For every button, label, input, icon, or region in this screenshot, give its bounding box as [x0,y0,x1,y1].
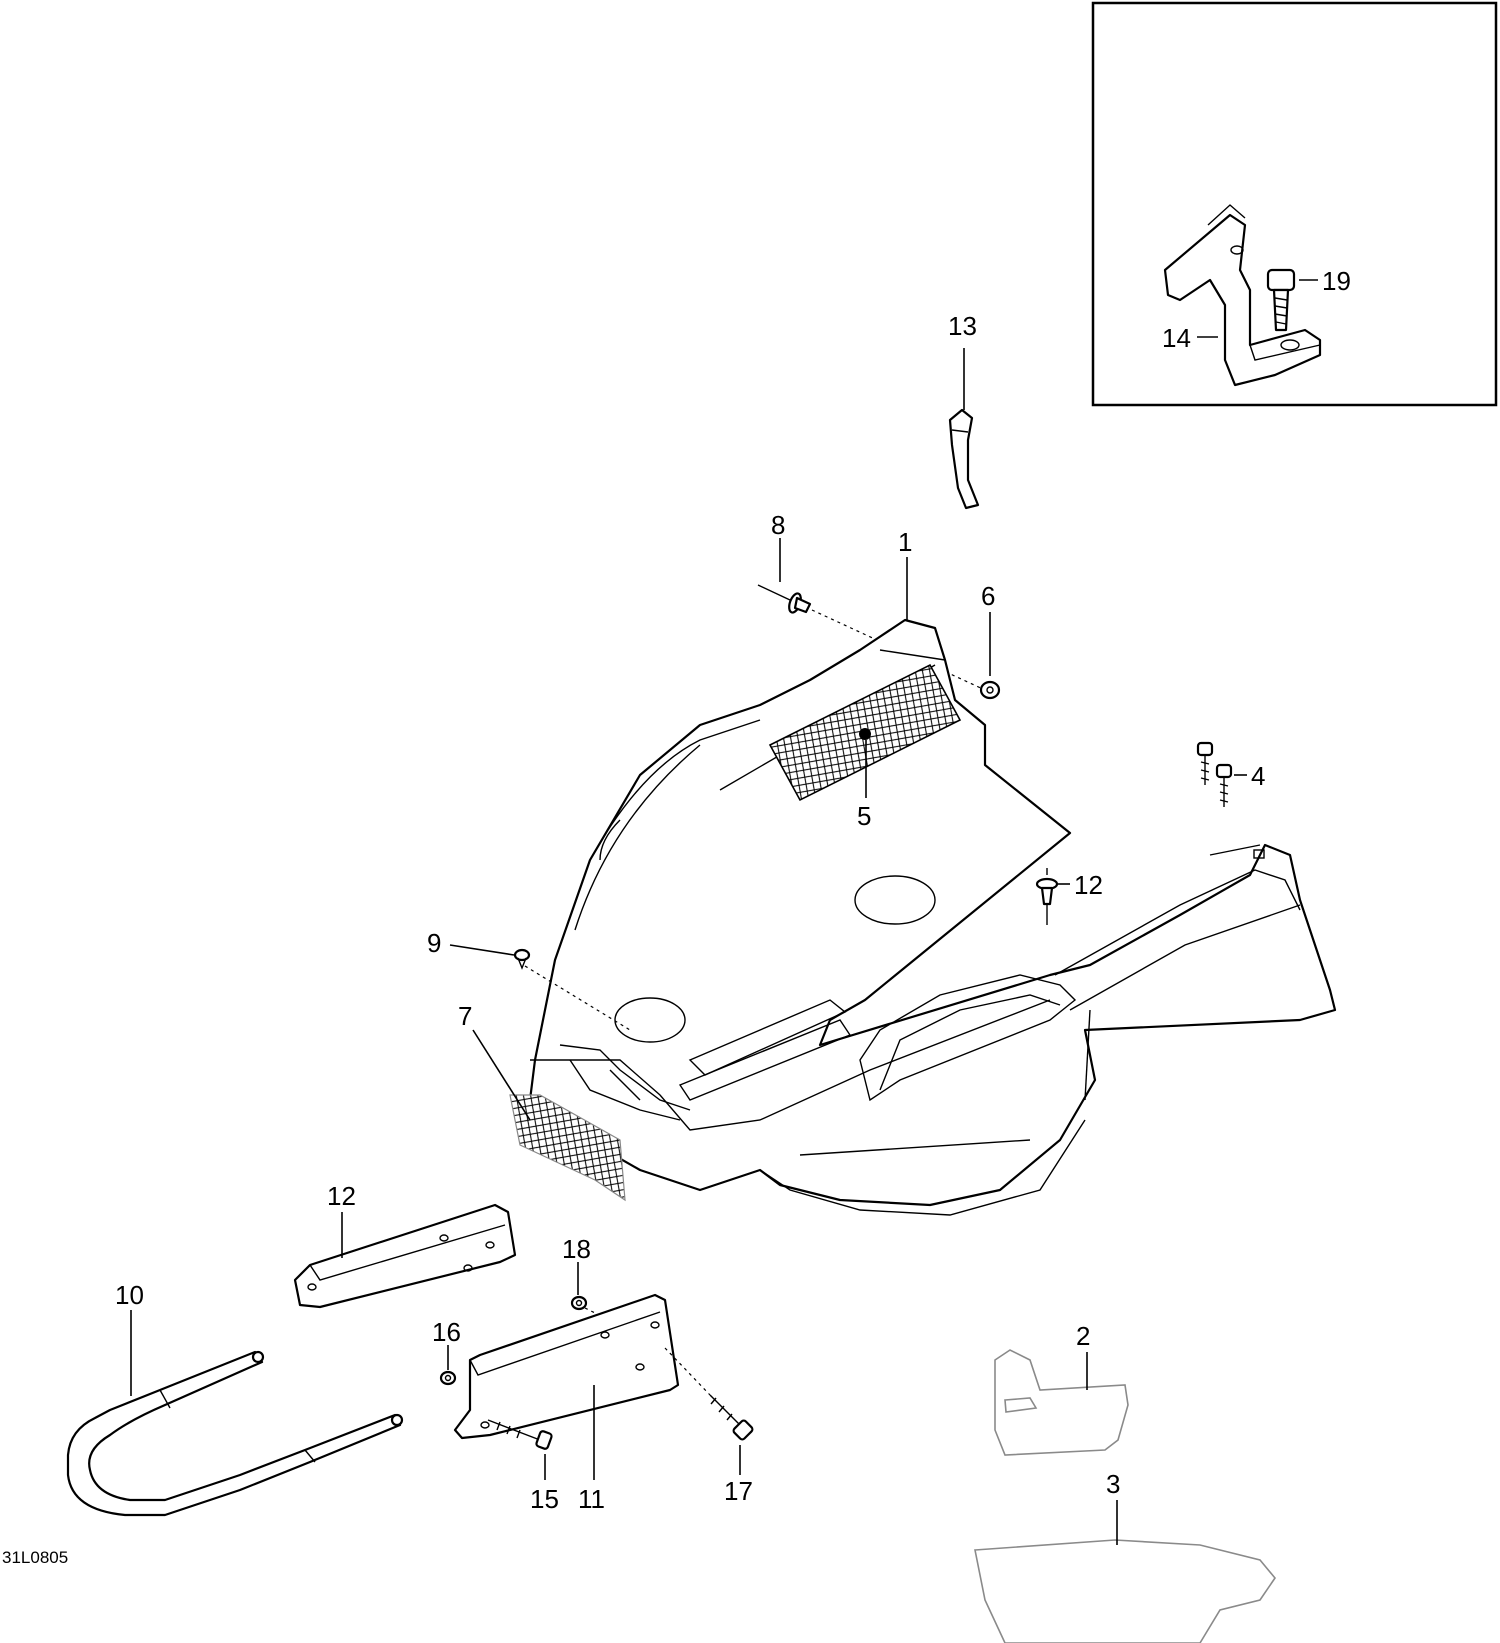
callout-14: 14 [1162,323,1191,353]
inset-detail-box: 19 14 [1091,1,1498,407]
callout-13: 13 [948,311,977,341]
washer-part-6 [979,680,1001,700]
callout-1: 1 [898,527,912,557]
callout-5: 5 [857,801,871,831]
callout-18: 18 [562,1234,591,1264]
callout-10: 10 [115,1280,144,1310]
rivet-part-8 [757,584,812,614]
decal-part-2 [994,1349,1129,1456]
callout-8: 8 [771,510,785,540]
drawing-code: 31L0805 [2,1548,68,1567]
nut-part-16 [439,1370,457,1386]
decal-part-3 [974,1539,1277,1643]
bottom-pan-part-1 [528,618,1337,1216]
clip-part-13 [948,408,980,510]
bolt-part-15 [487,1419,553,1450]
callout-4: 4 [1251,761,1265,791]
callout-11: 11 [578,1484,605,1514]
callout-12-upper: 12 [1074,870,1103,900]
callout-6: 6 [981,581,995,611]
callout-9: 9 [427,928,441,958]
bolt-part-17 [664,1347,754,1441]
mesh-screen-part-7 [509,1094,626,1202]
screw-part-4 [1196,741,1233,807]
pushpin-part-9 [513,948,531,970]
callout-12-lower: 12 [327,1181,356,1211]
bracket-plate-part-12-lower [293,1203,517,1309]
bracket-part-14 [1163,204,1322,387]
callout-17: 17 [724,1476,753,1506]
callout-15: 15 [530,1484,559,1514]
bumper-part-10 [66,1350,404,1517]
nut-part-18 [570,1295,588,1311]
callout-7: 7 [458,1001,472,1031]
callout-2: 2 [1076,1321,1090,1351]
rivet-part-12-upper [1035,868,1059,925]
support-bracket-part-11 [453,1293,680,1440]
callout-3: 3 [1106,1469,1120,1499]
callout-16: 16 [432,1317,461,1347]
callout-19: 19 [1322,266,1351,296]
bolt-part-19 [1266,268,1296,332]
